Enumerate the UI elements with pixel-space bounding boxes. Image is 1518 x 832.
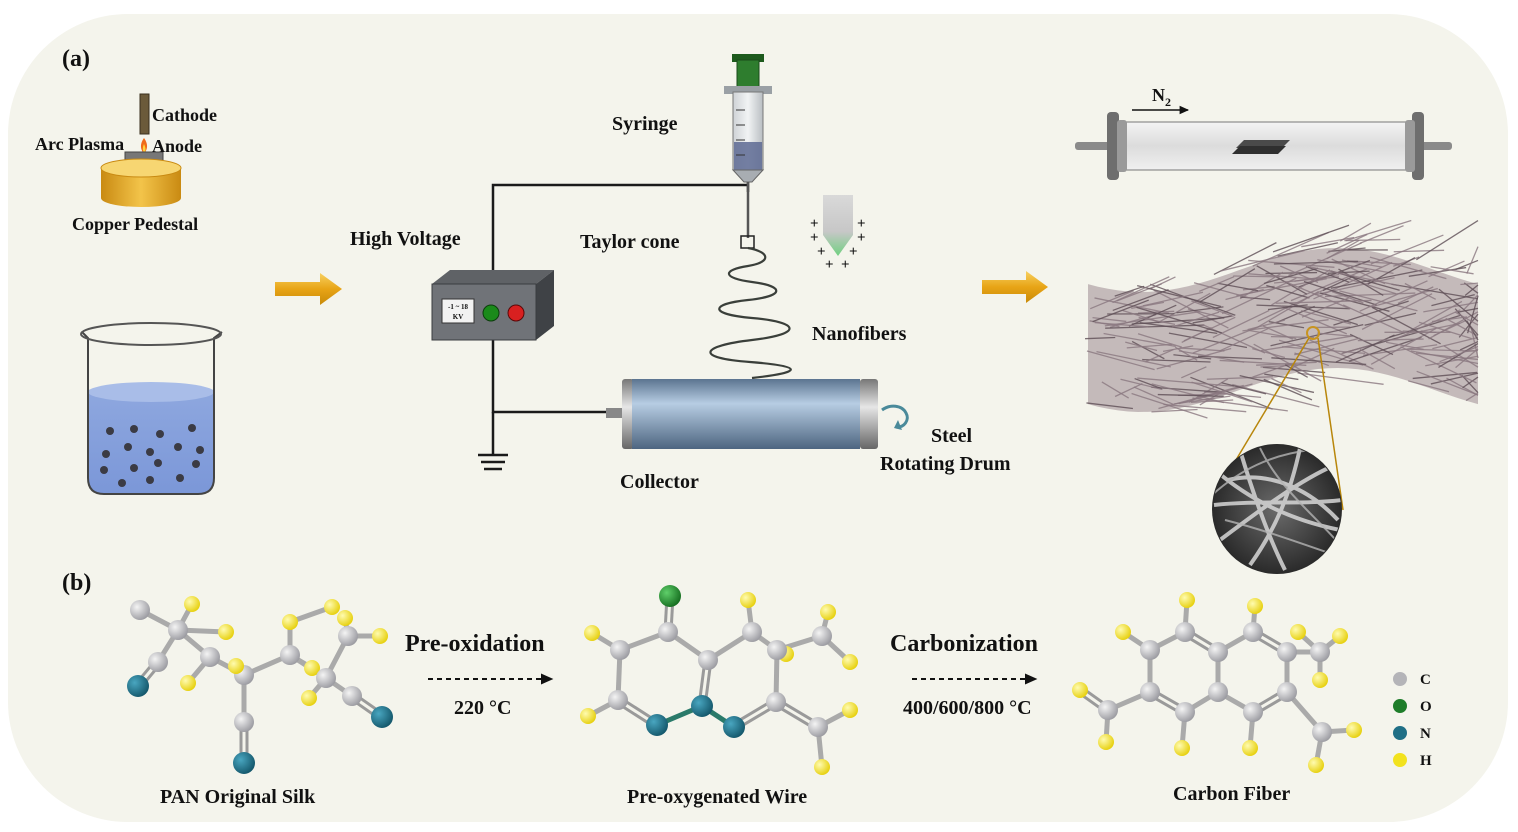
svg-text:+: +: [841, 257, 850, 273]
pre-oxygenated-label: Pre-oxygenated Wire: [627, 786, 807, 808]
collector-drum: [606, 379, 909, 449]
legend-label-n: N: [1420, 726, 1431, 742]
legend-label-o: O: [1420, 699, 1432, 715]
legend-dot-c: [1393, 672, 1407, 686]
arc-plasma-label: Arc Plasma: [35, 134, 124, 154]
molecule-pre-oxygenated-wire: [580, 585, 858, 775]
cathode-rod: [139, 93, 150, 135]
sem-zoom: [1212, 326, 1344, 574]
syringe: [724, 54, 772, 249]
rotation-arrow: [881, 404, 909, 429]
panel-label-b: (b): [62, 570, 91, 596]
panel-label-a: (a): [62, 46, 90, 72]
copper-pedestal: [101, 168, 181, 207]
copper-pedestal-label: Copper Pedestal: [72, 214, 198, 234]
molecule-pan-original-silk: [127, 596, 393, 774]
svg-text:+: +: [817, 244, 826, 260]
high-voltage-label: High Voltage: [350, 228, 461, 250]
voltage-display-unit: KV: [453, 313, 464, 321]
svg-text:+: +: [825, 257, 834, 273]
carbonization-temp: 400/600/800 °C: [903, 697, 1032, 719]
green-button: [482, 304, 500, 322]
taylor-cone-box: [740, 235, 755, 249]
cathode-label: Cathode: [152, 105, 217, 125]
svg-text:+: +: [810, 216, 819, 232]
legend-dot-h: [1393, 753, 1407, 767]
rotating-drum-label: Rotating Drum: [880, 453, 1011, 475]
pan-label: PAN Original Silk: [160, 786, 316, 808]
carbon-fiber-mat: [1085, 219, 1479, 419]
collector-label: Collector: [620, 471, 699, 493]
nanoparticles: [100, 424, 204, 487]
voltage-display-range: -1 ~ 18: [448, 303, 468, 311]
svg-text:+: +: [810, 230, 819, 246]
syringe-label: Syringe: [612, 113, 678, 135]
red-button: [507, 304, 525, 322]
carbon-fiber-label: Carbon Fiber: [1173, 783, 1290, 805]
legend-dot-n: [1393, 726, 1407, 740]
legend-dot-o: [1393, 699, 1407, 713]
tube-furnace: N2: [1075, 85, 1452, 180]
nanofiber-jet: [709, 246, 792, 380]
step-carbonization: Carbonization 400/600/800 °C: [890, 631, 1038, 719]
molecule-carbon-fiber: [1072, 592, 1362, 773]
nanofibers-label: Nanofibers: [812, 323, 907, 345]
arrow-to-electrospinning: [275, 273, 342, 305]
voltage-display: [441, 298, 475, 324]
gas-label: N2: [1152, 85, 1171, 109]
svg-text:+: +: [857, 216, 866, 232]
legend-label-h: H: [1420, 753, 1432, 769]
pre-oxidation-label: Pre-oxidation: [405, 631, 545, 657]
svg-text:+: +: [857, 230, 866, 246]
arc-plasma-apparatus: Cathode Arc Plasma Anode Copper Pedestal: [35, 93, 217, 234]
arrow-to-carbonization: [982, 271, 1048, 303]
step-pre-oxidation: Pre-oxidation 220 °C: [405, 631, 554, 719]
pre-oxidation-temp: 220 °C: [454, 697, 511, 719]
taylor-cone-label: Taylor cone: [580, 231, 680, 253]
beaker: [80, 322, 223, 495]
high-voltage-supply: -1 ~ 18 KV: [431, 270, 554, 341]
circuit-wires: [478, 178, 750, 471]
carbonization-label: Carbonization: [890, 631, 1038, 657]
anode-label: Anode: [152, 136, 202, 156]
legend-label-c: C: [1420, 672, 1431, 688]
taylor-cone-detail: ++ ++ ++ ++: [810, 195, 866, 273]
svg-text:+: +: [849, 244, 858, 260]
steel-label: Steel: [931, 425, 973, 447]
